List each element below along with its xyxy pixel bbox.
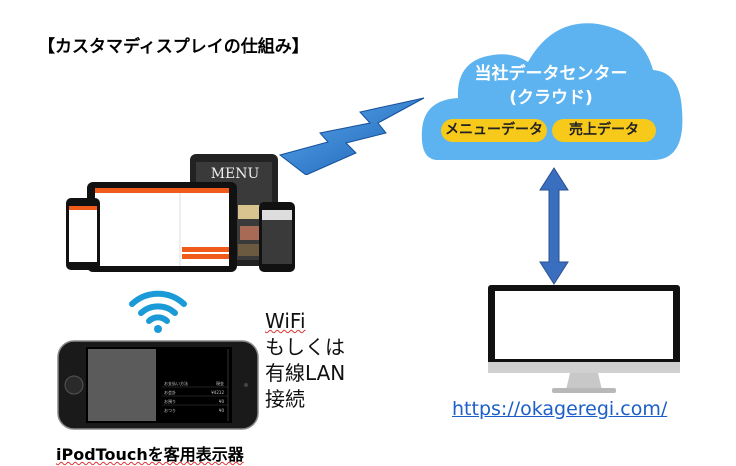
sales-data-badge: 売上データ: [552, 119, 656, 142]
menu-data-badge: メニューデータ: [441, 119, 547, 142]
connection-line-connect: 接続: [265, 387, 305, 411]
row-value: 現金: [216, 380, 224, 386]
row-value: ¥4212: [211, 390, 224, 395]
monitor-icon: [488, 285, 680, 393]
diagram-title: 【カスタマディスプレイの仕組み】: [38, 37, 309, 57]
cloud-title-line2: (クラウド): [509, 88, 593, 108]
wifi-icon: [129, 290, 187, 333]
ipod-screen-table: お支払い方法 現金 お会計 ¥4212 お預り ¥0 おつり ¥0: [162, 380, 228, 413]
connection-line-or: もしくは: [265, 335, 345, 359]
row-value: ¥0: [219, 408, 225, 413]
ipod-label: iPodTouchを客用表示器: [56, 441, 244, 465]
pos-devices-image: MENU: [66, 154, 295, 272]
connection-line-wifi: WiFi: [265, 309, 306, 333]
menu-text: MENU: [211, 166, 260, 182]
cloud-title-line1: 当社データセンター: [474, 64, 628, 84]
ipod-touch-image: お支払い方法 現金 お会計 ¥4212 お預り ¥0 おつり ¥0: [57, 340, 259, 430]
row-label: お会計: [164, 389, 176, 395]
row-label: お預り: [164, 398, 176, 404]
ipod-label-text: iPodTouchを客用表示器: [56, 445, 244, 464]
row-label: おつり: [164, 407, 176, 413]
connection-line-lan: 有線LAN: [265, 361, 346, 385]
row-label: お支払い方法: [164, 380, 188, 386]
row-value: ¥0: [219, 399, 225, 404]
cloud-title: 当社データセンター (クラウド): [422, 62, 680, 110]
double-arrow-icon: [539, 167, 569, 285]
lightning-bolt-icon: [278, 97, 425, 175]
connection-text: WiFi もしくは 有線LAN 接続: [265, 308, 345, 412]
website-link[interactable]: https://okageregi.com/: [452, 398, 668, 420]
